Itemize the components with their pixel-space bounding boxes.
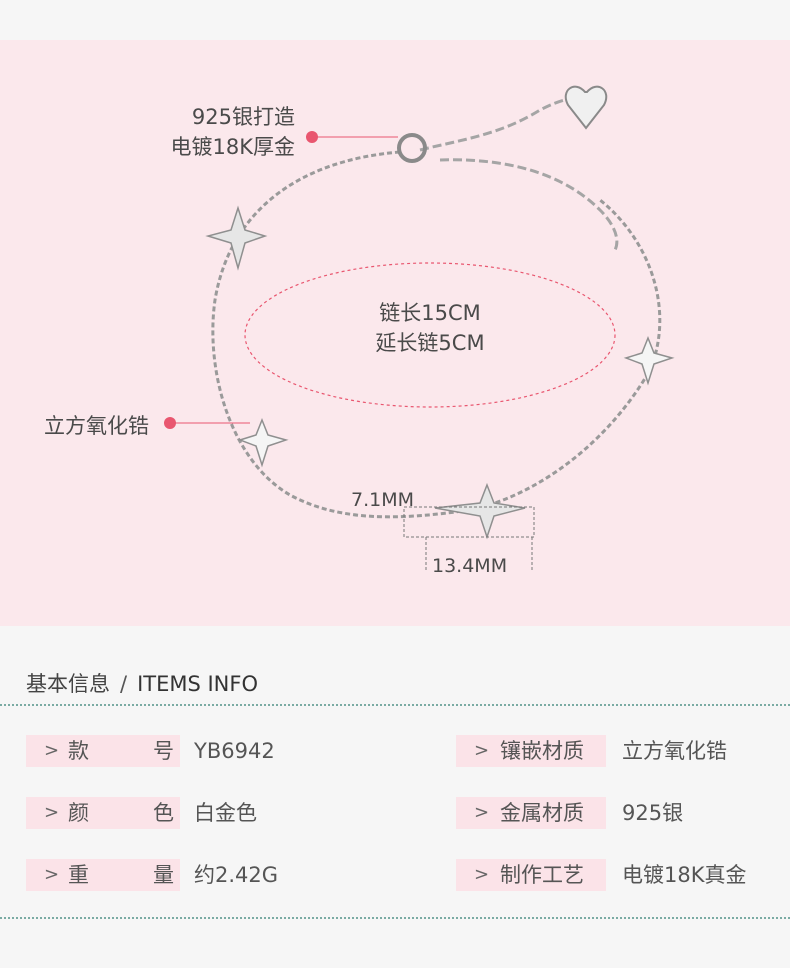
- chevron-right-icon: >: [474, 802, 490, 823]
- dimension-width-label: 13.4MM: [432, 555, 508, 577]
- callout-material-dot: [306, 131, 318, 143]
- star-charm-bottom: [434, 482, 526, 540]
- chevron-right-icon: >: [44, 740, 60, 761]
- spec-value: 电镀18K真金: [622, 863, 747, 887]
- dimension-box: [403, 506, 535, 538]
- spec-label: > 镶嵌材质: [456, 735, 606, 767]
- spec-label: > 制作工艺: [456, 859, 606, 891]
- star-charm-stone-left: [237, 417, 289, 468]
- spec-label-part-b: 色: [153, 801, 174, 825]
- chain-info: 链长15CM 延长链5CM: [245, 298, 615, 358]
- extension-length: 延长链5CM: [375, 331, 485, 355]
- section-title: 基本信息 / ITEMS INFO: [26, 668, 258, 698]
- heart-charm: [564, 85, 608, 130]
- spec-value: 约2.42G: [194, 863, 279, 887]
- chain-info-ellipse: [244, 262, 616, 408]
- callout-stone-text: 立方氧化锆: [44, 414, 149, 438]
- spec-label: > 金属材质: [456, 797, 606, 829]
- spec-value: YB6942: [194, 739, 275, 763]
- chevron-right-icon: >: [44, 864, 60, 885]
- chevron-right-icon: >: [474, 864, 490, 885]
- section-title-en: ITEMS INFO: [137, 672, 259, 696]
- chain-length: 链长15CM: [379, 301, 481, 325]
- dimension-height-label: 7.1MM: [351, 489, 415, 511]
- spec-value: 925银: [622, 801, 684, 825]
- spec-label: > 款 号: [26, 735, 180, 767]
- spec-label-part-a: 款: [68, 739, 89, 763]
- section-title-cn: 基本信息: [26, 672, 110, 696]
- callout-material-line1: 925银打造: [191, 105, 295, 129]
- bracelet-illustration: [164, 85, 675, 570]
- spec-label: > 颜 色: [26, 797, 180, 829]
- chevron-right-icon: >: [474, 740, 490, 761]
- spec-label-text: 镶嵌材质: [500, 739, 584, 763]
- spec-value: 白金色: [194, 801, 257, 825]
- callout-material: 925银打造 电镀18K厚金: [171, 102, 296, 162]
- spec-label-part-b: 量: [153, 863, 174, 887]
- spec-value: 立方氧化锆: [622, 739, 727, 763]
- star-charm-stone-right: [623, 335, 675, 386]
- extension-chain-lower: [439, 158, 619, 251]
- bottom-divider: [0, 917, 790, 919]
- spec-label: > 重 量: [26, 859, 180, 891]
- star-charm-top-left: [205, 205, 268, 271]
- spec-label-part-a: 重: [68, 863, 89, 887]
- clasp: [397, 133, 427, 163]
- callout-stone: 立方氧化锆: [44, 411, 149, 441]
- spec-label-text: 金属材质: [500, 801, 584, 825]
- spec-label-text: 制作工艺: [500, 863, 584, 887]
- spec-label-part-b: 号: [153, 739, 174, 763]
- extension-chain: [419, 96, 591, 152]
- callout-stone-dot: [164, 417, 176, 429]
- chevron-right-icon: >: [44, 802, 60, 823]
- spec-label-part-a: 颜: [68, 801, 89, 825]
- callout-material-line2: 电镀18K厚金: [170, 135, 296, 159]
- product-hero: 925银打造 电镀18K厚金 立方氧化锆 链长15CM 延长链5CM 7.1MM…: [0, 40, 790, 626]
- top-divider: [0, 704, 790, 706]
- section-title-separator: /: [120, 672, 128, 696]
